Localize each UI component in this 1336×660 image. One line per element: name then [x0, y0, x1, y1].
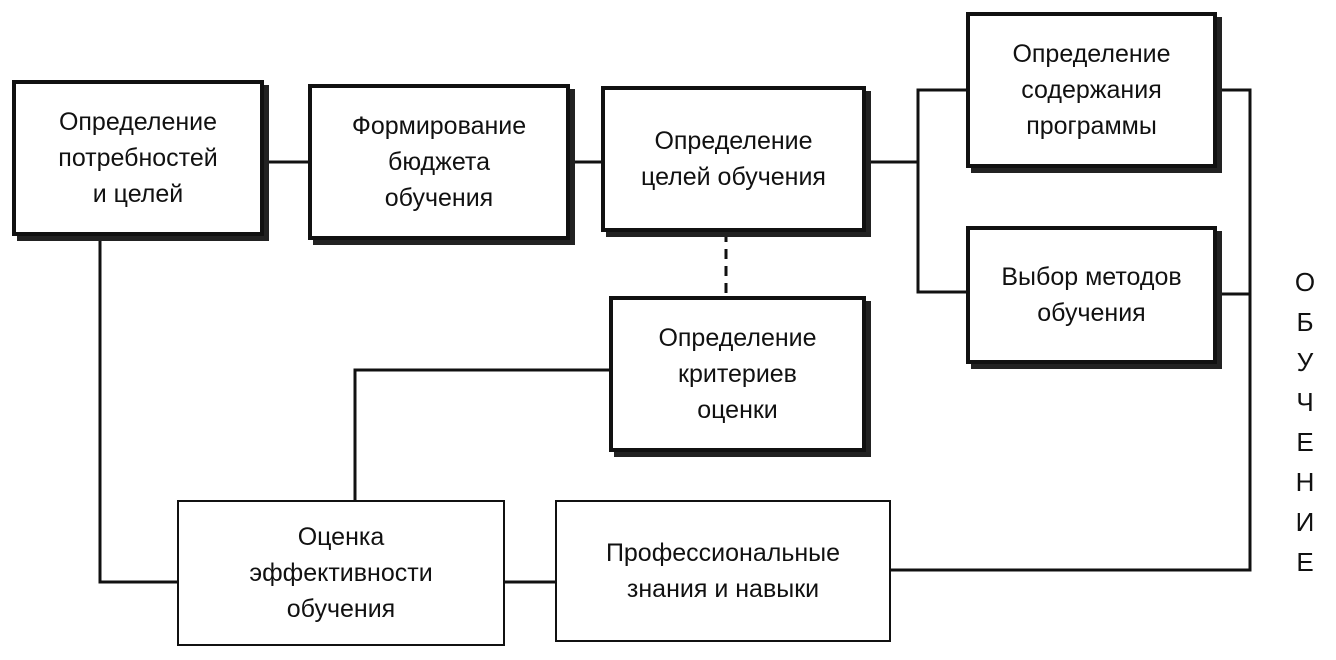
training-label-letter: Ч [1296, 387, 1314, 417]
training-vertical-label: О Б У Ч Е Н И Е [1290, 262, 1320, 582]
box-skills-line-1: Профессиональные [605, 539, 841, 567]
box-methods: Выбор методов обучения [966, 226, 1217, 364]
box-program-content-line-1: Определение [1012, 40, 1171, 68]
box-effectiveness-line-1: Оценка [297, 523, 385, 551]
box-criteria: Определение критериев оценки [609, 296, 866, 452]
box-budget-line-3: обучения [384, 184, 494, 212]
box-program-content-line-2: содержания [1021, 76, 1162, 104]
box-effectiveness-line-2: эффективности [249, 559, 433, 587]
box-needs-goals-line-3: и целей [92, 180, 184, 208]
box-skills-line-2: знания и навыки [626, 575, 820, 603]
training-label-letter: И [1295, 507, 1315, 537]
training-label-letter: Е [1296, 547, 1314, 577]
box-program-content-line-3: программы [1026, 112, 1157, 140]
box-needs-goals: Определение потребностей и целей [12, 80, 264, 236]
training-label-letter: Е [1296, 427, 1314, 457]
box-effectiveness-line-3: обучения [286, 595, 396, 623]
box-budget-line-2: бюджета [388, 148, 490, 176]
training-label-letter: О [1294, 267, 1316, 297]
training-label-letter: У [1296, 347, 1314, 377]
training-label-letter: Н [1295, 467, 1315, 497]
training-label-letter: Б [1296, 307, 1314, 337]
box-needs-goals-line-2: потребностей [58, 144, 218, 172]
box-effectiveness: Оценка эффективности обучения [177, 500, 505, 646]
box-program-content: Определение содержания программы [966, 12, 1217, 168]
box-methods-line-1: Выбор методов [1001, 263, 1182, 291]
box-needs-goals-line-1: Определение [58, 108, 218, 136]
box-criteria-line-1: Определение [658, 324, 817, 352]
box-learning-goals-line-1: Определение [654, 127, 813, 155]
box-skills: Профессиональные знания и навыки [555, 500, 891, 642]
box-methods-line-2: обучения [1037, 299, 1146, 327]
box-criteria-line-3: оценки [697, 396, 778, 424]
box-learning-goals: Определение целей обучения [601, 86, 866, 232]
box-budget: Формирование бюджета обучения [308, 84, 570, 240]
box-learning-goals-line-2: целей обучения [641, 163, 826, 191]
box-budget-line-1: Формирование [351, 112, 527, 140]
box-criteria-line-2: критериев [678, 360, 797, 388]
